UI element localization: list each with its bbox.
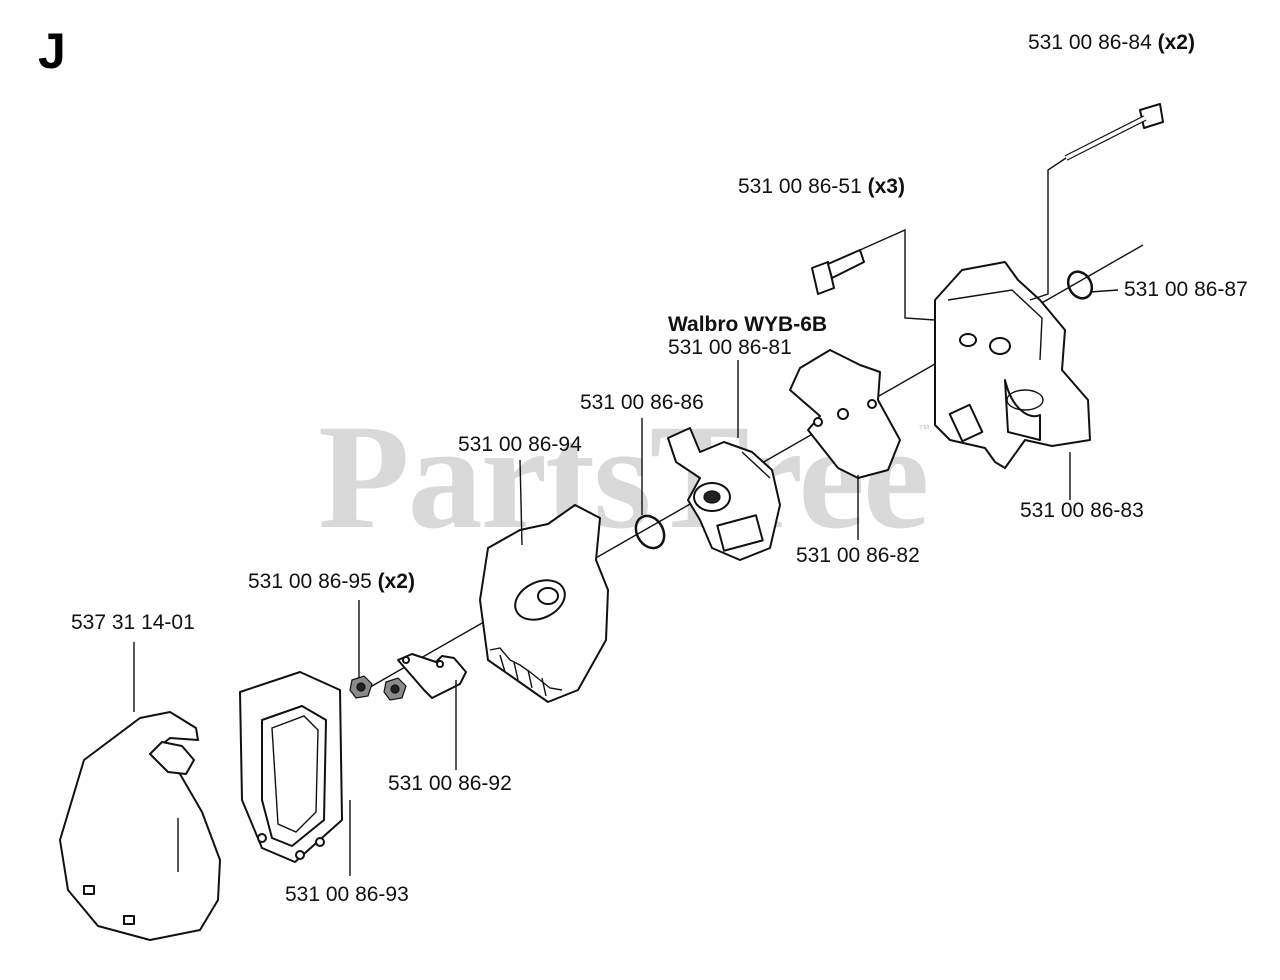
label-531-00-86-84: 531 00 86-84 (x2) — [1028, 32, 1195, 53]
part-number: 531 00 86-87 — [1124, 278, 1248, 301]
label-531-00-86-86: 531 00 86-86 — [580, 392, 704, 413]
o-ring-upper-part — [1066, 270, 1094, 300]
part-number: 531 00 86-95 — [248, 570, 372, 593]
label-531-00-86-92: 531 00 86-92 — [388, 773, 512, 794]
label-531-00-86-93: 531 00 86-93 — [285, 884, 409, 905]
label-531-00-86-87: 531 00 86-87 — [1124, 279, 1248, 300]
part-number: 531 00 86-92 — [388, 772, 512, 795]
label-537-31-14-01: 537 31 14-01 — [71, 612, 195, 633]
nut-parts — [349, 675, 407, 701]
air-filter-cover-part — [59, 711, 221, 941]
part-number: 537 31 14-01 — [71, 611, 195, 634]
part-number: 531 00 86-82 — [796, 544, 920, 567]
watermark-trademark: ™ — [918, 422, 930, 436]
leader-8694 — [519, 459, 523, 546]
part-number: 531 00 86-86 — [580, 391, 704, 414]
label-531-00-86-95: 531 00 86-95 (x2) — [248, 571, 415, 592]
leader-8684 — [1029, 157, 1067, 301]
leader-8651 — [859, 228, 936, 321]
long-bolt-part — [1064, 103, 1164, 161]
part-number: 531 00 86-84 — [1028, 31, 1152, 54]
label-531-00-86-51: 531 00 86-51 (x3) — [738, 176, 905, 197]
part-qty: (x2) — [377, 570, 415, 593]
part-number: 531 00 86-51 — [738, 175, 862, 198]
gasket-part — [789, 349, 901, 479]
bracket-plate-part — [397, 653, 467, 699]
carburetor-part — [667, 427, 781, 561]
part-number: 531 00 86-83 — [1020, 499, 1144, 522]
label-531-00-86-83: 531 00 86-83 — [1020, 500, 1144, 521]
o-ring-lower-part — [634, 514, 666, 550]
leader-8687 — [1089, 289, 1119, 293]
label-531-00-86-82: 531 00 86-82 — [796, 545, 920, 566]
part-qty: (x2) — [1157, 31, 1195, 54]
carburetor-bracket-part — [934, 261, 1091, 469]
part-qty: (x3) — [867, 175, 905, 198]
air-filter-element-part — [239, 671, 343, 863]
part-number: 531 00 86-93 — [285, 883, 409, 906]
part-number: 531 00 86-94 — [458, 433, 582, 456]
label-531-00-86-94: 531 00 86-94 — [458, 434, 582, 455]
air-filter-base-part — [479, 504, 609, 703]
part-number: 531 00 86-81 — [668, 336, 792, 359]
short-bolt-part — [811, 249, 865, 295]
label-531-00-86-81: 531 00 86-81 — [668, 337, 792, 358]
section-letter: J — [38, 23, 66, 79]
model-heading: Walbro WYB-6B — [668, 313, 828, 336]
